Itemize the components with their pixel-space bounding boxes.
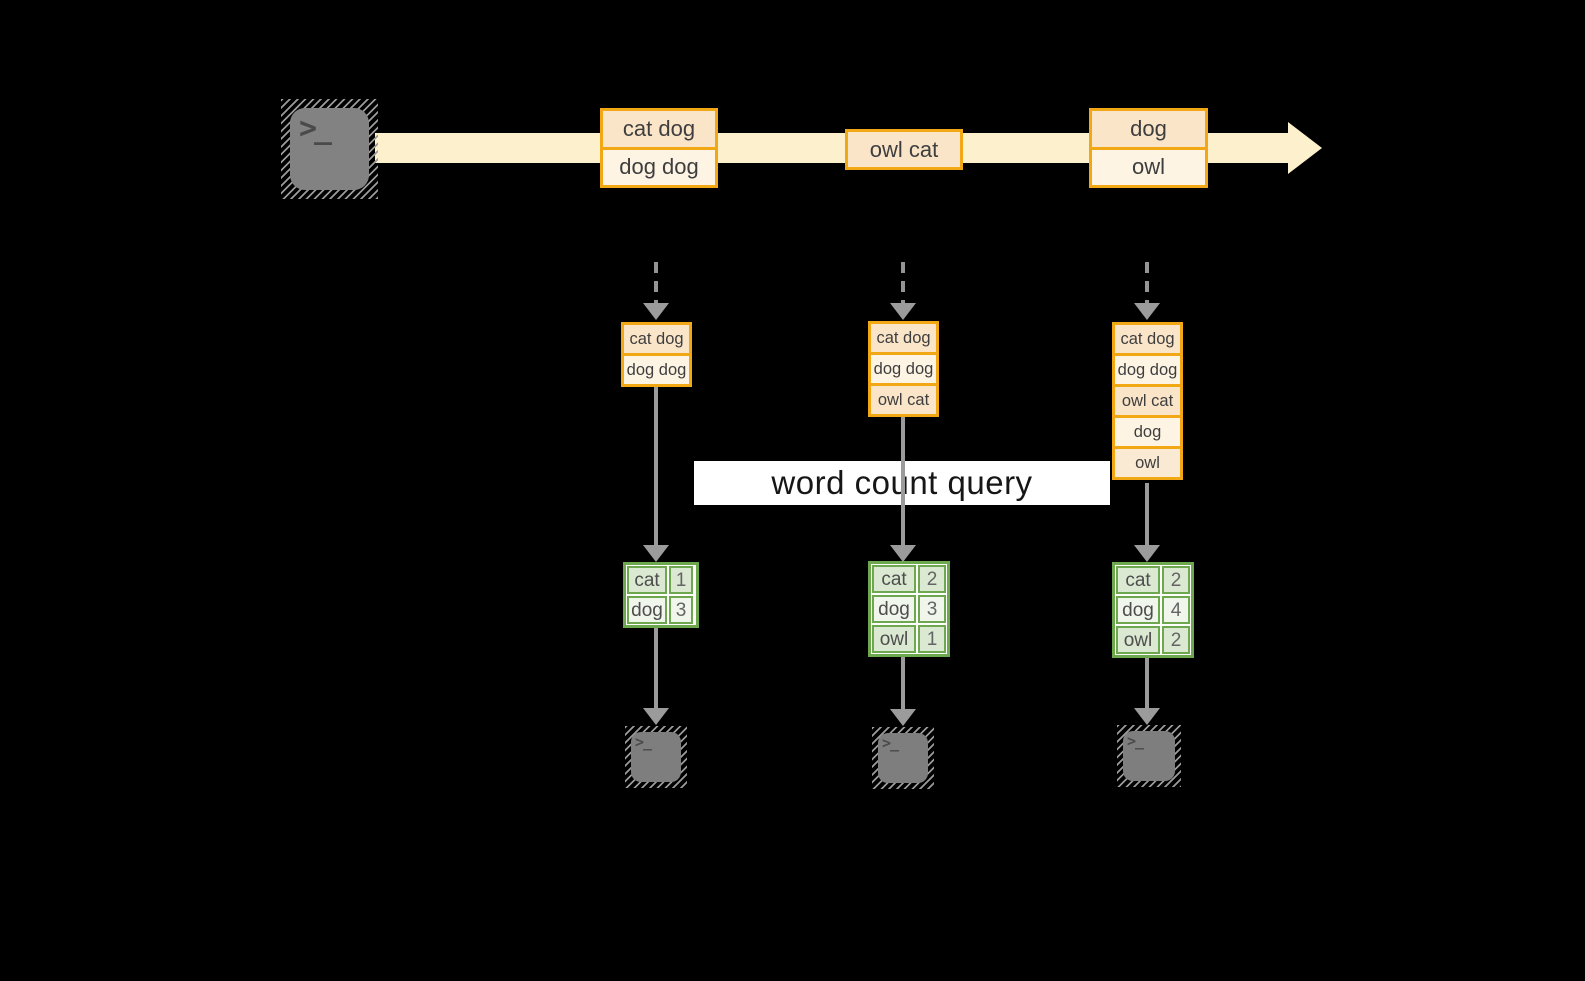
buffered-records-1: cat dog dog dog	[621, 322, 692, 387]
terminal-prompt-icon: >_	[299, 111, 332, 146]
table-count-cell: 3	[669, 596, 693, 624]
table-word-cell: cat	[872, 565, 916, 593]
buffer-cell: cat dog	[624, 325, 689, 353]
buffered-records-2: cat dog dog dog owl cat	[868, 321, 939, 417]
table-count-cell: 1	[669, 566, 693, 594]
buffer-cell: dog dog	[1115, 356, 1180, 384]
table-word-cell: dog	[1116, 596, 1160, 624]
arrow-head-icon	[1134, 708, 1160, 725]
table-word-cell: dog	[872, 595, 916, 623]
query-arrow-1	[643, 387, 669, 562]
buffer-cell: cat dog	[1115, 325, 1180, 353]
arrow-stem	[1145, 483, 1149, 546]
buffer-cell: owl cat	[1115, 387, 1180, 415]
arrow-head-icon	[1134, 545, 1160, 562]
output-arrow-1	[643, 628, 669, 725]
source-terminal-icon: >_	[281, 99, 378, 199]
table-word-cell: dog	[627, 596, 667, 624]
arrow-head-icon	[890, 709, 916, 726]
stream-record-cell: owl	[1092, 149, 1205, 185]
stream-record-3: dog owl	[1089, 108, 1208, 188]
event-stream-arrowhead-icon	[1288, 122, 1322, 174]
arrow-head-icon	[643, 545, 669, 562]
output-arrow-3	[1134, 658, 1160, 725]
buffer-cell: dog dog	[624, 356, 689, 384]
stream-record-cell: cat dog	[603, 111, 715, 147]
stream-record-2: owl cat	[845, 129, 963, 170]
consumer-terminal-icon-2: >_	[872, 727, 934, 789]
stream-record-cell: owl cat	[848, 132, 960, 167]
buffer-cell: dog	[1115, 418, 1180, 446]
arrow-stem	[901, 417, 905, 546]
arrow-stem	[654, 628, 658, 709]
arrow-stem	[1145, 658, 1149, 709]
table-count-cell: 4	[1162, 596, 1190, 624]
word-count-table-3: cat 2 dog 4 owl 2	[1112, 562, 1194, 658]
table-count-cell: 1	[918, 625, 946, 653]
terminal-body	[631, 732, 681, 782]
stream-record-1: cat dog dog dog	[600, 108, 718, 188]
ingest-arrow-3	[1134, 262, 1160, 320]
output-arrow-2	[890, 657, 916, 726]
terminal-body	[290, 108, 369, 190]
ingest-arrow-1	[643, 262, 669, 320]
table-word-cell: cat	[627, 566, 667, 594]
terminal-body	[878, 733, 928, 783]
word-count-table-2: cat 2 dog 3 owl 1	[868, 561, 950, 657]
terminal-prompt-icon: >_	[635, 733, 652, 751]
arrow-head-icon	[1134, 303, 1160, 320]
terminal-prompt-icon: >_	[882, 734, 899, 752]
query-arrow-3	[1134, 483, 1160, 562]
buffer-cell: cat dog	[871, 324, 936, 352]
table-word-cell: owl	[872, 625, 916, 653]
terminal-body	[1123, 731, 1175, 781]
arrow-head-icon	[890, 545, 916, 562]
arrow-stem	[901, 657, 905, 710]
ingest-arrow-2	[890, 262, 916, 320]
arrow-stem	[654, 262, 658, 304]
arrow-stem	[901, 262, 905, 304]
table-count-cell: 3	[918, 595, 946, 623]
query-arrow-2	[890, 417, 916, 562]
buffered-records-3: cat dog dog dog owl cat dog owl	[1112, 322, 1183, 480]
table-word-cell: owl	[1116, 626, 1160, 654]
stream-record-cell: dog	[1092, 111, 1205, 147]
table-count-cell: 2	[1162, 566, 1190, 594]
buffer-cell: dog dog	[871, 355, 936, 383]
buffer-cell: owl cat	[871, 386, 936, 414]
buffer-cell: owl	[1115, 449, 1180, 477]
arrow-stem	[654, 387, 658, 546]
table-count-cell: 2	[1162, 626, 1190, 654]
terminal-prompt-icon: >_	[1127, 732, 1144, 750]
arrow-head-icon	[643, 303, 669, 320]
arrow-stem	[1145, 262, 1149, 304]
word-count-table-1: cat 1 dog 3	[623, 562, 699, 628]
arrow-head-icon	[890, 303, 916, 320]
arrow-head-icon	[643, 708, 669, 725]
stream-record-cell: dog dog	[603, 149, 715, 185]
table-word-cell: cat	[1116, 566, 1160, 594]
consumer-terminal-icon-3: >_	[1117, 725, 1181, 787]
table-count-cell: 2	[918, 565, 946, 593]
consumer-terminal-icon-1: >_	[625, 726, 687, 788]
